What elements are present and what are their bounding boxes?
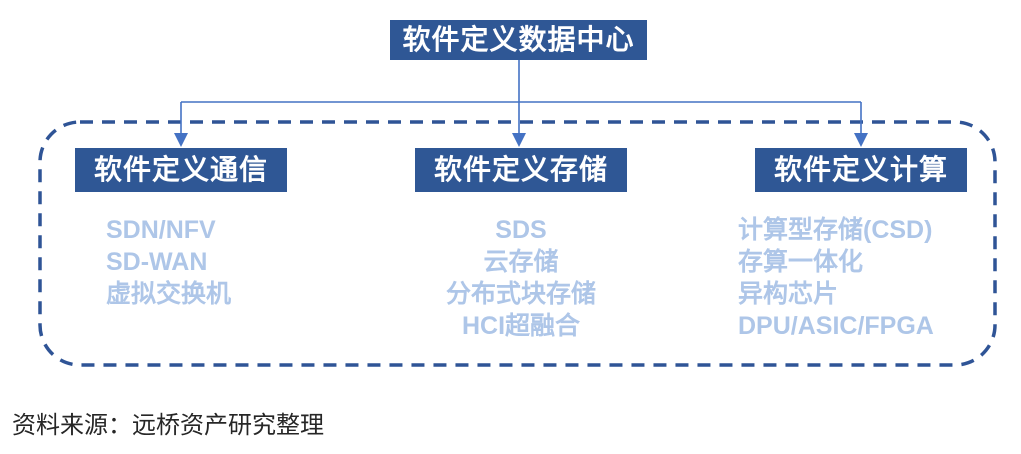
list-item: SD-WAN: [106, 248, 208, 276]
column-header-computing-label: 软件定义计算: [773, 154, 948, 185]
list-item: 分布式块存储: [445, 280, 596, 308]
source-note-text: 资料来源：远桥资产研究整理: [12, 412, 324, 439]
source-note: 资料来源：远桥资产研究整理: [12, 410, 324, 442]
root-node-label: 软件定义数据中心: [402, 24, 635, 55]
column-header-communication-label: 软件定义通信: [93, 154, 268, 185]
item-list-computing: 计算型存储(CSD) 存算一体化 异构芯片 DPU/ASIC/FPGA: [738, 214, 978, 342]
dashed-boundary: [38, 120, 997, 367]
column-header-computing: 软件定义计算: [755, 148, 967, 192]
item-list-communication: SDN/NFV SD-WAN 虚拟交换机: [106, 214, 336, 310]
arrowhead-communication-icon: [174, 133, 188, 147]
root-node: 软件定义数据中心: [390, 20, 647, 60]
list-item: 存算一体化: [738, 248, 864, 276]
column-header-storage-label: 软件定义存储: [433, 154, 608, 185]
item-list-storage: SDS 云存储 分布式块存储 HCI超融合: [405, 214, 637, 342]
column-header-storage: 软件定义存储: [415, 148, 627, 192]
list-item: DPU/ASIC/FPGA: [738, 312, 934, 340]
list-item: SDN/NFV: [106, 216, 216, 244]
list-item: HCI超融合: [461, 312, 581, 340]
list-item: 云存储: [483, 248, 559, 276]
list-item: 异构芯片: [738, 280, 839, 308]
arrowhead-computing-icon: [854, 133, 868, 147]
connector-lines: [180, 60, 862, 134]
list-item: 虚拟交换机: [106, 280, 232, 308]
column-header-communication: 软件定义通信: [75, 148, 287, 192]
list-item: 计算型存储(CSD): [738, 216, 933, 244]
arrowhead-storage-icon: [512, 133, 526, 147]
list-item: SDS: [495, 216, 547, 244]
